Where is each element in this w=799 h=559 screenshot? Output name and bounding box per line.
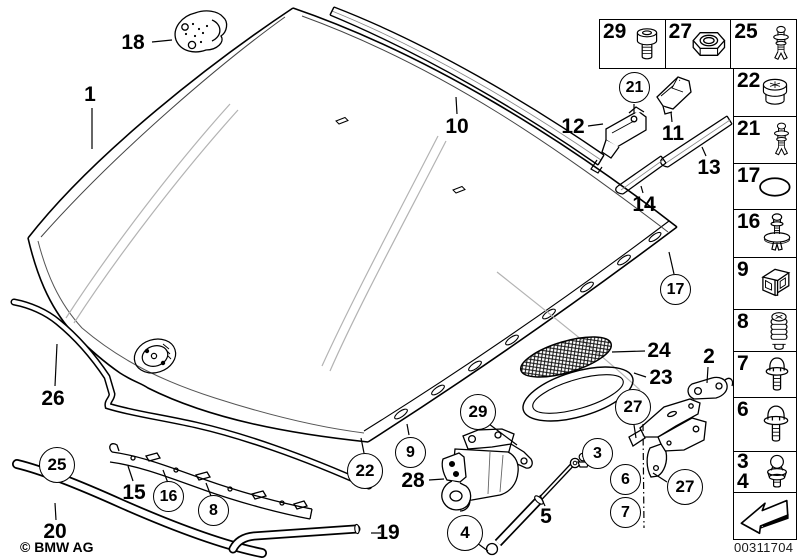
- part-label-1[interactable]: 1: [84, 83, 96, 106]
- rubber-buffer-icon: [756, 73, 794, 113]
- panel-number-4: 4: [737, 470, 749, 493]
- panel-number-27: 27: [668, 20, 693, 43]
- grille-mesh-drawing: [519, 336, 613, 378]
- part-label-26[interactable]: 26: [41, 387, 65, 410]
- callout-27-upper[interactable]: 27: [615, 389, 651, 425]
- expansion-rivet-icon: [769, 119, 794, 161]
- part-label-11[interactable]: 11: [661, 122, 685, 145]
- callout-16[interactable]: 16: [153, 481, 184, 512]
- strip-13-drawing: [660, 115, 733, 168]
- panel-number-16: 16: [737, 210, 761, 233]
- panel-cell-6[interactable]: 6: [734, 398, 796, 452]
- panel-number-25: 25: [734, 20, 758, 43]
- bracket-11-drawing: [656, 76, 692, 115]
- panel-cell-17[interactable]: 17: [734, 164, 796, 210]
- gas-strut-drawing: [485, 457, 581, 556]
- o-ring-icon: [754, 172, 794, 202]
- hex-nut-icon: [688, 25, 728, 63]
- callout-4[interactable]: 4: [447, 515, 483, 551]
- part-label-24[interactable]: 24: [647, 339, 671, 362]
- part-label-23[interactable]: 23: [649, 366, 673, 389]
- part-label-2[interactable]: 2: [703, 345, 715, 368]
- part-label-15[interactable]: 15: [122, 481, 146, 504]
- part-label-14[interactable]: 14: [632, 193, 656, 216]
- seal-26-drawing: [10, 298, 373, 490]
- panel-cell-7[interactable]: 7: [734, 352, 796, 398]
- flange-bolt-icon: [758, 402, 794, 448]
- panel-number-3: 3: [737, 450, 749, 473]
- part-label-18[interactable]: 18: [121, 31, 145, 54]
- part-label-5[interactable]: 5: [540, 505, 552, 528]
- panel-number-29: 29: [603, 20, 627, 43]
- seal-ring-drawing: [522, 366, 634, 422]
- part-label-12[interactable]: 12: [561, 115, 585, 138]
- panel-number-9: 9: [737, 258, 749, 281]
- panel-number-17: 17: [737, 164, 761, 187]
- panel-cell-direction[interactable]: [734, 493, 796, 539]
- panel-number-22: 22: [737, 69, 761, 92]
- fastener-panel-top-row: 29 27 25: [599, 19, 797, 69]
- panel-cell-9[interactable]: 9: [734, 258, 796, 310]
- bracket-15-drawing: [109, 443, 313, 520]
- callout-9[interactable]: 9: [395, 437, 426, 468]
- threaded-buffer-icon: [764, 311, 794, 351]
- panel-cell-25[interactable]: 25: [730, 20, 796, 68]
- panel-number-21: 21: [737, 117, 761, 140]
- part-label-10[interactable]: 10: [445, 115, 469, 138]
- flange-bolt-icon: [760, 354, 794, 396]
- callout-22[interactable]: 22: [347, 453, 383, 489]
- hood-lock-drawing: [441, 428, 533, 512]
- panel-cell-27[interactable]: 27: [664, 20, 731, 68]
- panel-number-8: 8: [737, 310, 749, 333]
- cage-clip-icon: [756, 263, 794, 305]
- part-label-28[interactable]: 28: [401, 469, 425, 492]
- tube-19-drawing: [228, 523, 361, 554]
- panel-cell-22[interactable]: 22: [734, 69, 796, 117]
- socket-head-screw-icon: [631, 22, 663, 66]
- rear-seal-strip-drawing: [329, 6, 605, 174]
- callout-6[interactable]: 6: [610, 464, 641, 495]
- hood-edge-slots: [394, 231, 662, 420]
- panel-cell-8[interactable]: 8: [734, 310, 796, 352]
- callout-25[interactable]: 25: [39, 447, 75, 483]
- callout-17[interactable]: 17: [660, 274, 691, 305]
- hood-creases: [65, 103, 641, 391]
- bracket-12-drawing: [601, 106, 647, 159]
- callout-21[interactable]: 21: [619, 72, 650, 103]
- part-label-13[interactable]: 13: [697, 156, 721, 179]
- hood-panel-drawing: [27, 7, 678, 443]
- callout-3[interactable]: 3: [582, 438, 613, 469]
- callout-8[interactable]: 8: [198, 495, 229, 526]
- panel-number-6: 6: [737, 398, 749, 421]
- leader-lines: [54, 39, 709, 552]
- panel-number-7: 7: [737, 352, 749, 375]
- panel-cell-16[interactable]: 16: [734, 210, 796, 258]
- callout-7[interactable]: 7: [610, 497, 641, 528]
- rivet-with-washer-icon: [760, 212, 794, 256]
- fastener-panel-column: 22 21: [733, 69, 797, 540]
- part-label-19[interactable]: 19: [376, 521, 400, 544]
- strip-14-drawing: [615, 155, 667, 195]
- part-label-20[interactable]: 20: [43, 520, 67, 543]
- panel-cell-21[interactable]: 21: [734, 117, 796, 164]
- callout-29[interactable]: 29: [460, 394, 496, 430]
- roundel-emblem: [133, 338, 177, 374]
- panel-cell-29[interactable]: 29: [600, 20, 665, 68]
- expansion-rivet-icon: [768, 22, 794, 66]
- callout-27-lower[interactable]: 27: [667, 469, 703, 505]
- bracket-18-drawing: [174, 10, 228, 53]
- document-number: 00311704: [734, 540, 794, 555]
- hood-hinge-drawing: [628, 376, 734, 478]
- copyright-text: © BMW AG: [20, 539, 94, 555]
- direction-arrow-icon: [737, 496, 793, 536]
- panel-cell-3-4[interactable]: 3 4: [734, 450, 796, 493]
- ball-stud-bolt-icon: [760, 453, 794, 491]
